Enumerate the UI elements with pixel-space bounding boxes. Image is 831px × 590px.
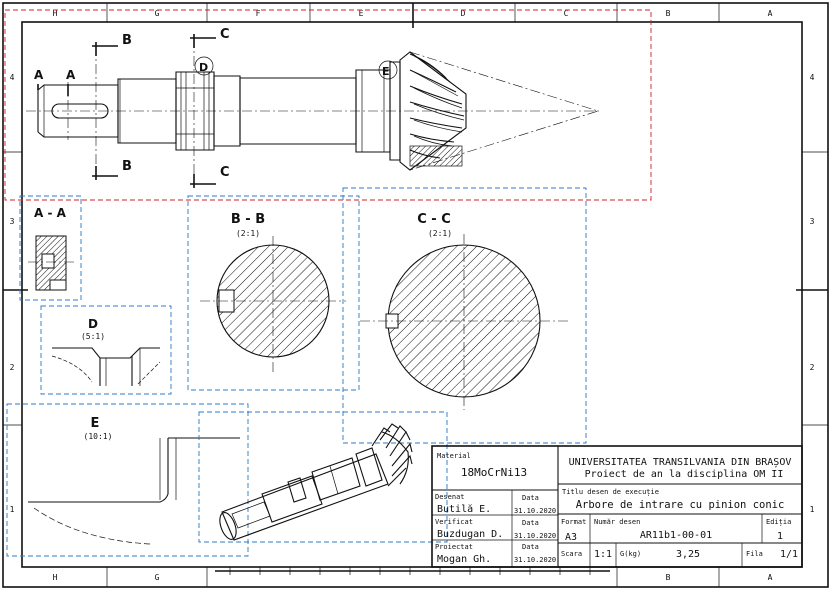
checked-date: 31.10.2020 <box>514 532 556 540</box>
detail-d-marker <box>194 56 214 76</box>
zone-3-right: 3 <box>810 217 815 226</box>
zone-g-top: G <box>155 9 160 18</box>
section-cc-title: C - C <box>417 212 451 227</box>
university-name: UNIVERSITATEA TRANSILVANIA DIN BRAȘOV <box>569 457 792 468</box>
main-view-labels: A A B B C C D E <box>34 27 390 180</box>
drawn-label: Desenat <box>435 493 465 501</box>
zone-f-top: F <box>256 9 261 18</box>
scale-label: Scara <box>561 550 582 558</box>
mass-label: G(kg) <box>620 550 641 558</box>
zone-e-top: E <box>359 9 364 18</box>
zone-d-top: D <box>461 9 466 18</box>
project-name: Proiect de an la disciplina OM II <box>585 469 784 480</box>
zone-1-left: 1 <box>10 505 15 514</box>
detail-e-marker <box>378 60 398 80</box>
label-d-detail: D <box>199 61 208 74</box>
drawn-name: Butilă E. <box>437 503 491 515</box>
detail-e-title: E <box>91 416 100 431</box>
label-e-detail: E <box>382 65 390 78</box>
zone-h-top: H <box>53 9 58 18</box>
sheet-value: 1/1 <box>780 549 798 560</box>
main-view-frame <box>4 9 652 201</box>
detail-d-frame <box>40 305 172 395</box>
title-block-text: Material 18MoCrNi13 UNIVERSITATEA TRANSI… <box>435 452 798 565</box>
scale-value: 1:1 <box>594 549 612 560</box>
format-value: A3 <box>565 532 577 543</box>
detail-d-title: D <box>88 317 98 331</box>
zone-b-bottom: B <box>666 573 671 582</box>
section-aa-frame <box>19 195 82 301</box>
zone-b-top: B <box>666 9 671 18</box>
material-value: 18MoCrNi13 <box>461 466 527 479</box>
detail-e-scale: (10:1) <box>84 432 113 441</box>
edition-value: 1 <box>777 531 783 542</box>
zone-a-bottom: A <box>768 573 773 582</box>
section-cc-drawing <box>360 234 570 410</box>
section-bb-scale: (2:1) <box>236 229 260 238</box>
designed-label: Proiectat <box>435 543 473 551</box>
label-a-right: A <box>66 68 76 82</box>
checked-date-label: Data <box>522 519 539 527</box>
designed-date-label: Data <box>522 543 539 551</box>
pinion-shaft-3d-view <box>219 423 413 541</box>
title-block <box>431 445 803 568</box>
zone-3-left: 3 <box>10 217 15 226</box>
sheet-label: Fila <box>746 550 763 558</box>
label-c-top: C <box>220 27 230 42</box>
zone-letters-top: H G F E D C B A <box>53 9 773 18</box>
detail-e-frame <box>6 403 249 557</box>
zone-a-top: A <box>768 9 773 18</box>
label-b-top: B <box>122 33 132 48</box>
section-bb-frame <box>187 195 360 391</box>
drawn-date: 31.10.2020 <box>514 507 556 515</box>
isometric-view-frame <box>198 411 448 543</box>
drawing-number-label: Număr desen <box>594 518 640 526</box>
material-label: Material <box>437 452 471 460</box>
drawn-date-label: Data <box>522 494 539 502</box>
detail-e-drawing <box>28 437 240 545</box>
section-cc-scale: (2:1) <box>428 229 452 238</box>
zone-h-bottom: H <box>53 573 58 582</box>
section-aa-title: A - A <box>34 206 67 220</box>
designed-date: 31.10.2020 <box>514 556 556 564</box>
detail-d-scale: (5:1) <box>81 332 105 341</box>
drawing-title: Arbore de intrare cu pinion conic <box>576 499 785 511</box>
detail-d-drawing <box>51 347 161 386</box>
format-label: Format <box>561 518 586 526</box>
zone-4-right: 4 <box>810 73 815 82</box>
drawing-number: AR11b1-00-01 <box>640 530 712 541</box>
label-c-bottom: C <box>220 165 230 180</box>
zone-2-right: 2 <box>810 363 815 372</box>
zone-c-top: C <box>564 9 569 18</box>
zone-g-bottom: G <box>155 573 160 582</box>
drawing-title-label: Titlu desen de execuție <box>562 488 659 497</box>
section-aa-drawing <box>28 235 74 291</box>
label-b-bottom: B <box>122 159 132 174</box>
section-bb-drawing <box>200 236 346 372</box>
zone-letters-bottom: H G B A <box>53 573 773 582</box>
edition-label: Ediția <box>766 518 791 527</box>
designed-name: Mogan Gh. <box>437 554 491 565</box>
mass-value: 3,25 <box>676 549 700 560</box>
zone-numbers: 4 3 2 1 4 3 2 1 <box>10 73 815 514</box>
checked-name: Buzdugan D. <box>437 529 503 540</box>
zone-2-left: 2 <box>10 363 15 372</box>
label-a-left: A <box>34 68 44 82</box>
checked-label: Verificat <box>435 518 473 526</box>
section-bb-title: B - B <box>231 212 265 227</box>
shaft-main-view <box>26 34 600 188</box>
zone-4-left: 4 <box>10 73 15 82</box>
zone-1-right: 1 <box>810 505 815 514</box>
section-cc-frame <box>342 187 587 444</box>
